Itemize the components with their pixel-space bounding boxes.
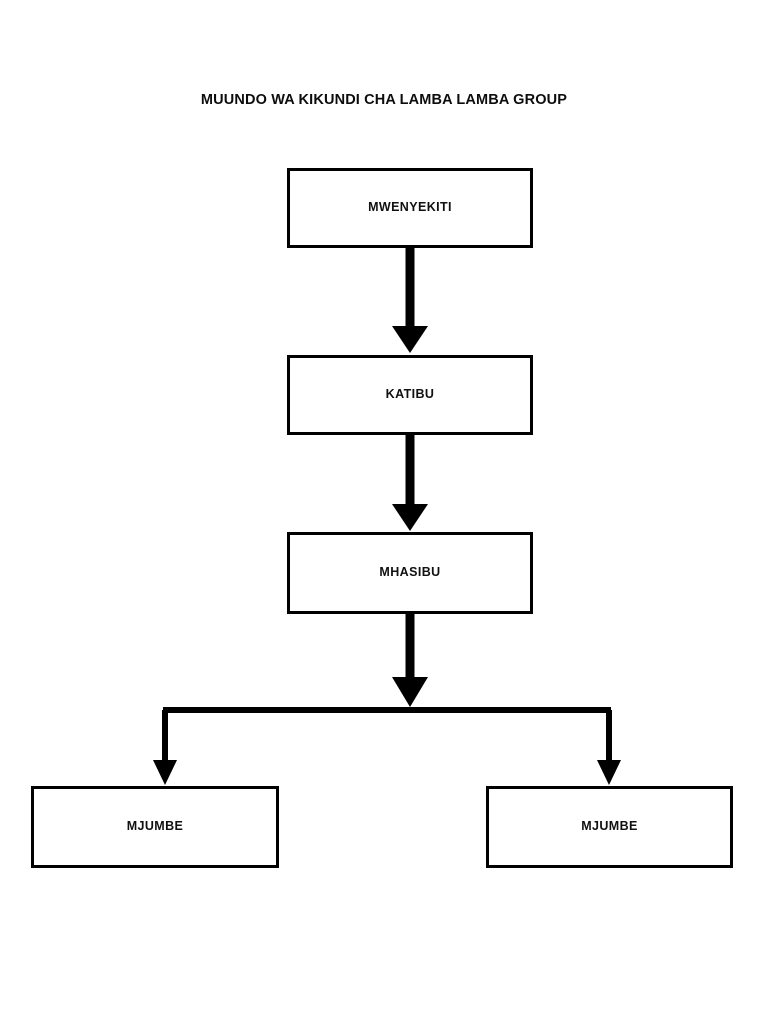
edge-katibu-to-mhasibu [392, 434, 428, 531]
node-mjumbe-left[interactable]: MJUMBE [31, 786, 279, 868]
edge-mhasibu-to-junction [392, 614, 428, 707]
node-label: MJUMBE [581, 818, 638, 833]
node-mjumbe-right[interactable]: MJUMBE [486, 786, 733, 868]
node-label: MHASIBU [379, 564, 441, 579]
node-label: MJUMBE [126, 818, 184, 833]
edge-mwenyekiti-to-katibu [392, 247, 428, 353]
node-katibu[interactable]: KATIBU [287, 355, 533, 435]
node-mwenyekiti[interactable]: MWENYEKITI [287, 168, 533, 248]
node-label: MWENYEKITI [368, 199, 452, 214]
node-mhasibu[interactable]: MHASIBU [287, 532, 533, 614]
edge-junction-to-mjumbe-right [597, 710, 621, 785]
edge-junction-to-mjumbe-left [153, 710, 177, 785]
page-title: MUUNDO WA KIKUNDI CHA LAMBA LAMBA GROUP [200, 92, 568, 108]
node-label: KATIBU [385, 386, 435, 401]
